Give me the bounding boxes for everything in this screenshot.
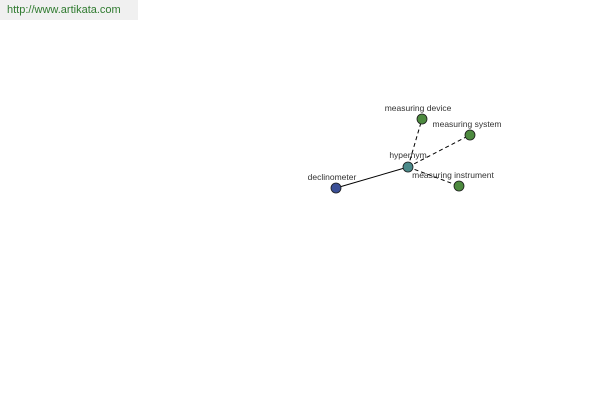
label-hypernym: hypernym: [389, 150, 426, 160]
node-hypernym[interactable]: [402, 161, 414, 173]
node-measuring-device[interactable]: [416, 113, 428, 125]
node-measuring-system[interactable]: [464, 129, 476, 141]
label-measuring-instrument: measuring instrument: [412, 170, 494, 180]
label-measuring-system: measuring system: [433, 119, 502, 129]
site-url-link[interactable]: http://www.artikata.com: [7, 4, 121, 16]
edge-center-hub: [335, 166, 409, 189]
edge-hub-measuring-device: [407, 118, 423, 168]
label-measuring-device: measuring device: [385, 103, 452, 113]
edge-hub-measuring-system: [407, 134, 471, 168]
edge-hub-measuring-instrument: [407, 166, 460, 187]
label-declinometer: declinometer: [308, 172, 357, 182]
url-bar: http://www.artikata.com: [0, 0, 138, 20]
node-declinometer[interactable]: [330, 182, 342, 194]
node-measuring-instrument[interactable]: [453, 180, 465, 192]
